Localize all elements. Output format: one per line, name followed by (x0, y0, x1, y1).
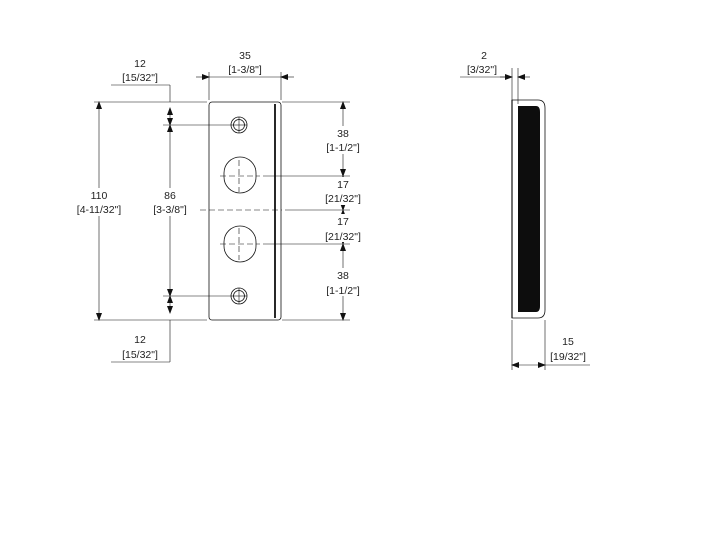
depth-inch: [19/32"] (550, 351, 586, 363)
side-view: 2 [3/32"] 15 [19/32"] (460, 50, 590, 370)
side-profile-outline (511, 99, 546, 319)
right-dim-3-inch: [21/32"] (325, 231, 361, 243)
right-dim-1-mm: 38 (337, 128, 349, 140)
width-mm: 35 (239, 50, 251, 62)
lip-mm: 2 (481, 50, 487, 62)
right-dim-4-mm: 38 (337, 270, 349, 282)
front-view: 35 [1-3/8"] 12 [15/32"] 110 [4-11/32"] 8… (72, 50, 366, 363)
right-dim-2-inch: [21/32"] (325, 193, 361, 205)
width-inch: [1-3/8"] (228, 64, 262, 76)
overall-height-inch: [4-11/32"] (77, 204, 121, 216)
bottom-screw-hole (230, 287, 248, 305)
bottom-offset-inch: [15/32"] (122, 349, 158, 361)
lower-slot (220, 225, 260, 263)
upper-slot (220, 156, 260, 194)
depth-mm: 15 (562, 336, 574, 348)
right-dim-4-inch: [1-1/2"] (326, 285, 360, 297)
top-offset-mm: 12 (134, 58, 146, 70)
hole-spacing-inch: [3-3/8"] (153, 204, 187, 216)
hole-spacing-mm: 86 (164, 190, 176, 202)
bottom-offset-mm: 12 (134, 334, 146, 346)
right-dim-3-mm: 17 (337, 216, 349, 228)
overall-height-mm: 110 (91, 190, 108, 202)
top-screw-hole (230, 116, 248, 134)
top-offset-inch: [15/32"] (122, 72, 158, 84)
extension-lines (94, 72, 350, 321)
strike-plate-outline (208, 101, 282, 321)
right-dim-1-inch: [1-1/2"] (326, 142, 360, 154)
lip-inch: [3/32"] (467, 64, 497, 76)
right-dim-2-mm: 17 (337, 179, 349, 191)
side-profile-body (518, 106, 540, 312)
